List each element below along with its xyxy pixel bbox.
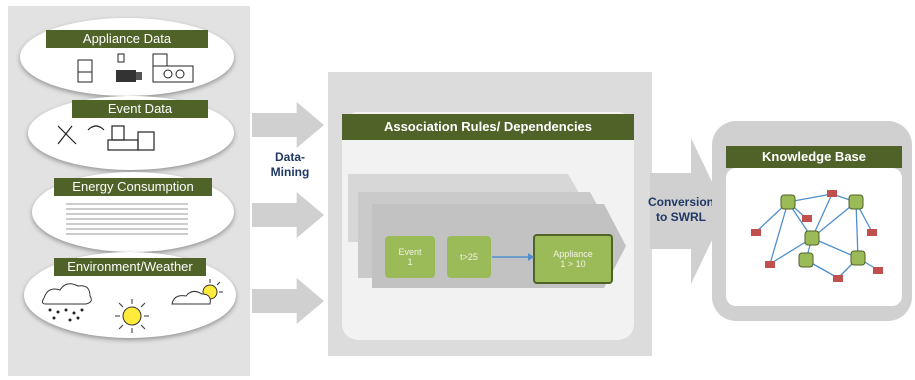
energy-consumption-label: Energy Consumption <box>54 178 212 196</box>
event-icons <box>57 125 155 151</box>
rule-arrow <box>492 253 534 261</box>
weather-icons <box>41 279 223 333</box>
knowledge-graph <box>751 190 883 282</box>
event-data-label: Event Data <box>72 100 208 118</box>
weather-label: Environment/Weather <box>54 258 206 276</box>
knowledge-base-header: Knowledge Base <box>726 146 902 168</box>
appliance-icons <box>77 53 194 83</box>
rule-node-condition: t>25 <box>447 236 491 278</box>
data-mining-arrow-2 <box>252 192 324 238</box>
appliance-data-ellipse: Appliance Data <box>20 18 234 96</box>
event-data-ellipse: Event Data <box>28 96 234 170</box>
rule-node-appliance: Appliance 1 > 10 <box>533 234 613 284</box>
conversion-label: Conversion to SWRL <box>647 195 714 224</box>
rule-node-event: Event 1 <box>385 236 435 278</box>
data-mining-arrow-3 <box>252 278 324 324</box>
data-mining-label: Data- Mining <box>270 150 310 179</box>
energy-consumption-ellipse: Energy Consumption <box>32 172 234 252</box>
appliance-data-label: Appliance Data <box>46 30 208 48</box>
energy-table-thumbnail <box>66 203 188 235</box>
association-header: Association Rules/ Dependencies <box>342 114 634 140</box>
weather-ellipse: Environment/Weather <box>24 252 236 338</box>
data-mining-arrow-1 <box>252 102 324 148</box>
